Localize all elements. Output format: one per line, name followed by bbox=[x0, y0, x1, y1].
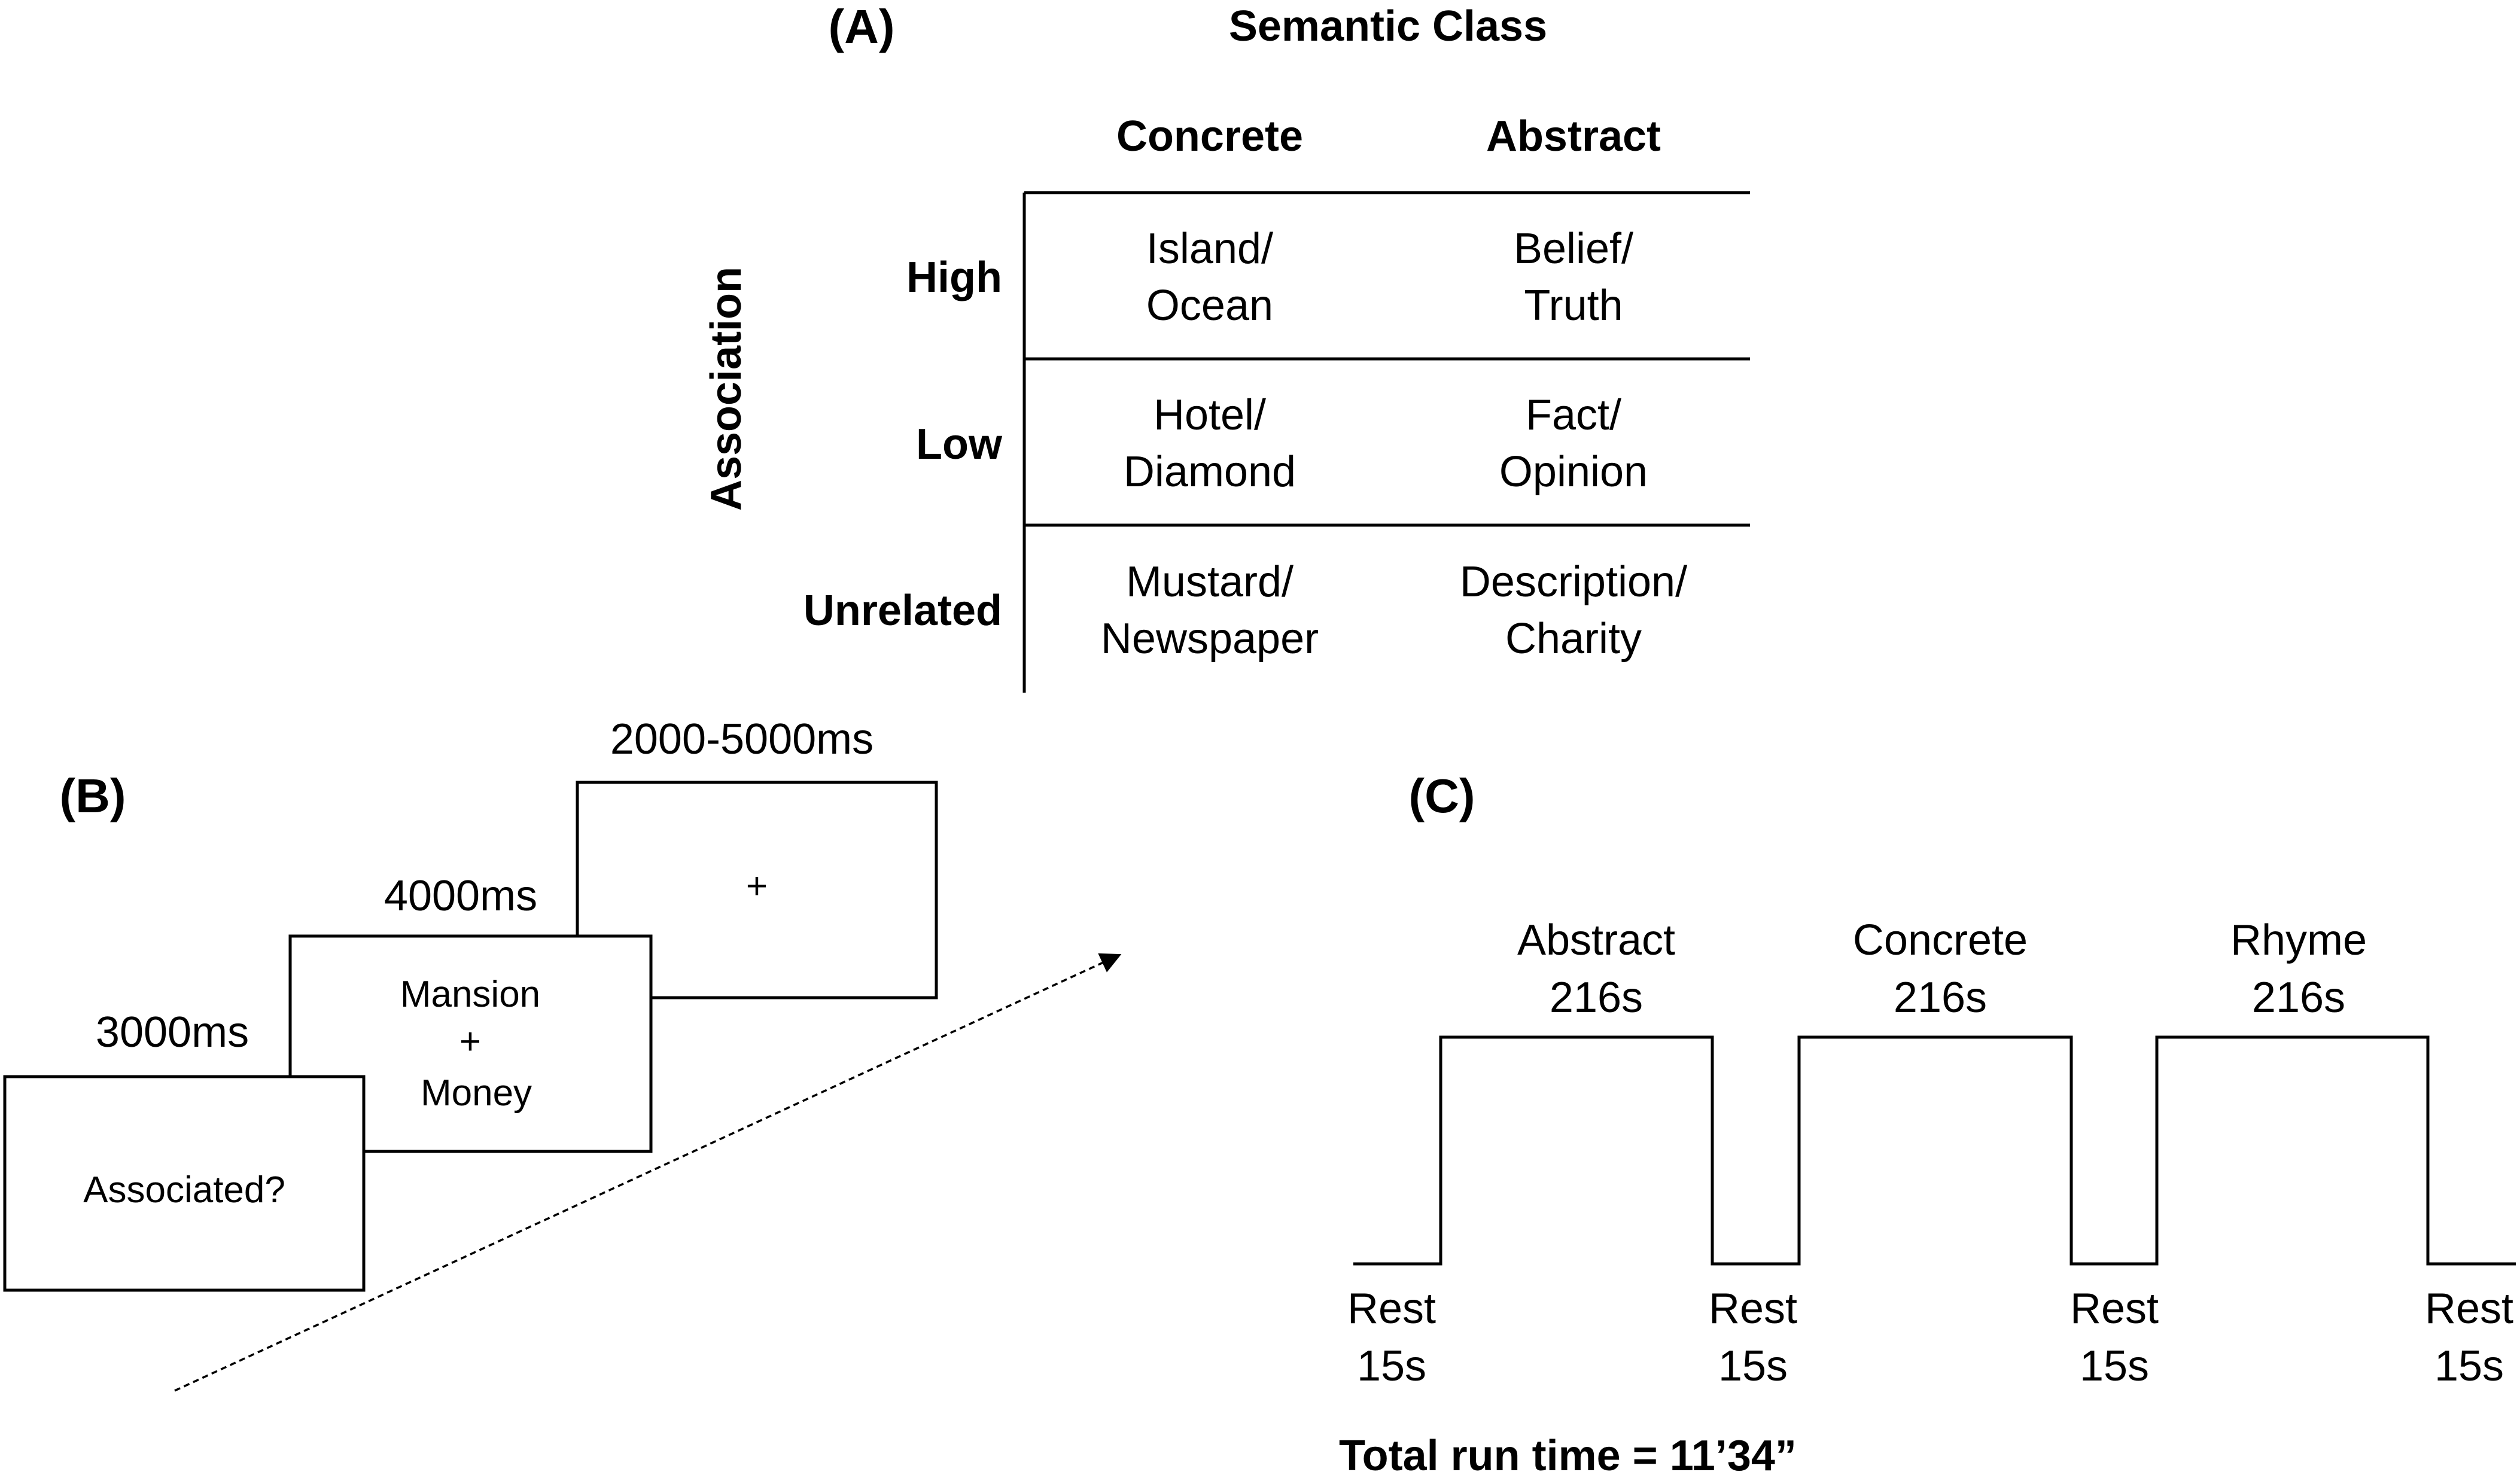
col-header-concrete: Concrete bbox=[1116, 112, 1303, 160]
screen-word-2: Money bbox=[421, 1072, 532, 1114]
cell-low-abstract-2: Opinion bbox=[1499, 448, 1648, 496]
total-run-time: Total run time = 11’34” bbox=[1339, 1432, 1797, 1478]
panel-b: (B) + 2000-5000ms Mansion + Money 4000ms… bbox=[3, 715, 1122, 1392]
rest-2-duration: 15s bbox=[1718, 1342, 1788, 1390]
cell-low-concrete-1: Hotel/ bbox=[1154, 391, 1266, 439]
panel-b-label: (B) bbox=[59, 769, 126, 822]
cell-high-concrete-1: Island/ bbox=[1146, 225, 1273, 273]
rest-1-name: Rest bbox=[1347, 1285, 1436, 1333]
panel-c-label: (C) bbox=[1408, 769, 1475, 822]
panel-a: (A) Semantic Class Concrete Abstract Ass… bbox=[702, 0, 1750, 693]
block-rhyme-name: Rhyme bbox=[2230, 916, 2367, 964]
row-label-low: Low bbox=[916, 420, 1003, 468]
panel-c: (C) Abstract 216s Concrete 216s Rhyme 21… bbox=[1339, 769, 2516, 1478]
rest-2-name: Rest bbox=[1709, 1285, 1797, 1333]
block-abstract-name: Abstract bbox=[1517, 916, 1675, 964]
cell-unrelated-concrete-2: Newspaper bbox=[1101, 615, 1319, 663]
screen-fixation-cross: + bbox=[746, 866, 768, 907]
trial-screen-question bbox=[3, 1075, 366, 1292]
screen-question-text: Associated? bbox=[83, 1169, 285, 1211]
rest-3-name: Rest bbox=[2070, 1285, 2159, 1333]
block-concrete-duration: 216s bbox=[1894, 974, 1987, 1022]
panel-a-label: (A) bbox=[828, 0, 894, 53]
rest-3-duration: 15s bbox=[2080, 1342, 2149, 1390]
col-header-abstract: Abstract bbox=[1486, 112, 1661, 160]
duration-fixation: 2000-5000ms bbox=[610, 715, 874, 763]
block-design-timeline bbox=[1353, 1035, 2516, 1266]
cell-low-abstract-1: Fact/ bbox=[1526, 391, 1621, 439]
association-axis-label: Association bbox=[702, 267, 750, 511]
block-abstract-duration: 216s bbox=[1550, 974, 1643, 1022]
cell-low-concrete-2: Diamond bbox=[1124, 448, 1296, 496]
cell-unrelated-concrete-1: Mustard/ bbox=[1126, 558, 1294, 606]
screen-word-1: Mansion bbox=[400, 974, 540, 1015]
duration-word-pair: 4000ms bbox=[384, 872, 537, 920]
block-concrete-name: Concrete bbox=[1853, 916, 2028, 964]
cell-unrelated-abstract-1: Description/ bbox=[1460, 558, 1687, 606]
block-rhyme-duration: 216s bbox=[2252, 974, 2345, 1022]
cell-high-abstract-2: Truth bbox=[1524, 282, 1623, 330]
time-arrow bbox=[174, 953, 1122, 1392]
semantic-class-header: Semantic Class bbox=[1229, 2, 1547, 50]
row-label-high: High bbox=[906, 254, 1002, 301]
row-label-unrelated: Unrelated bbox=[804, 587, 1002, 635]
duration-question: 3000ms bbox=[96, 1008, 249, 1056]
rest-1-duration: 15s bbox=[1357, 1342, 1426, 1390]
rest-4-duration: 15s bbox=[2434, 1342, 2504, 1390]
screen-word-plus: + bbox=[459, 1021, 481, 1062]
cell-unrelated-abstract-2: Charity bbox=[1505, 615, 1642, 663]
cell-high-concrete-2: Ocean bbox=[1146, 282, 1273, 330]
cell-high-abstract-1: Belief/ bbox=[1514, 225, 1633, 273]
rest-4-name: Rest bbox=[2425, 1285, 2513, 1333]
